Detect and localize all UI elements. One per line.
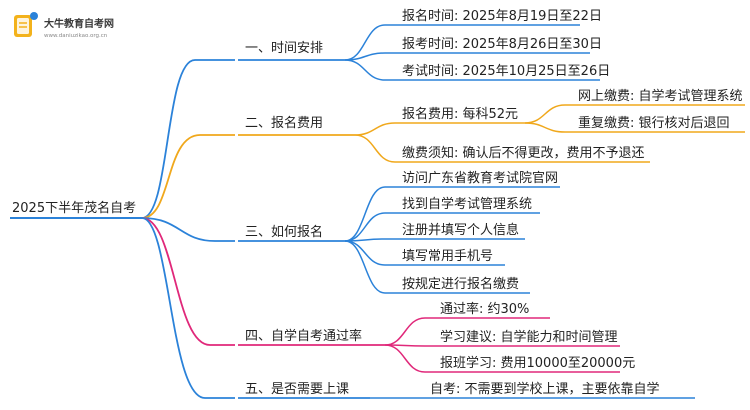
- node-label: 注册并填写个人信息: [402, 222, 519, 238]
- branch-label: 一、时间安排: [245, 41, 323, 56]
- node-label: 网上缴费: 自学考试管理系统: [578, 88, 743, 104]
- logo-url: www.daniuzikao.org.cn: [44, 33, 108, 39]
- node-label: 按规定进行报名缴费: [402, 276, 519, 292]
- connector-line: [354, 122, 525, 136]
- connector-line: [141, 59, 235, 219]
- connector-line: [344, 24, 580, 61]
- connector-line: [524, 104, 745, 124]
- node-label: 报班学习: 费用10000至20000元: [440, 355, 635, 371]
- connector-line: [344, 238, 525, 242]
- node-label: 填写常用手机号: [402, 249, 493, 264]
- node-label: 找到自学考试管理系统: [402, 196, 532, 212]
- branch-label: 五、是否需要上课: [245, 382, 349, 397]
- connector-line: [384, 317, 550, 346]
- site-logo: 大牛教育自考网 www.daniuzikao.org.cn: [14, 12, 114, 39]
- branch-label: 四、自学自考通过率: [245, 328, 362, 344]
- connector-line: [141, 134, 235, 219]
- connector-line: [384, 344, 620, 347]
- connector-line: [141, 217, 235, 242]
- node-label: 访问广东省教育考试院官网: [402, 170, 558, 186]
- branch-label: 二、报名费用: [245, 115, 323, 131]
- branch-fees: 二、报名费用 报名费用: 每科52元 缴费须知: 确认后不得更改，费用不予退还 …: [141, 88, 745, 219]
- node-label: 通过率: 约30%: [440, 301, 529, 317]
- node-label: 自考: 不需要到学校上课，主要依靠自学: [430, 381, 660, 397]
- node-label: 考试时间: 2025年10月25日至26日: [402, 64, 610, 79]
- branch-pass-rate: 四、自学自考通过率 通过率: 约30% 学习建议: 自学能力和时间管理 报班学习…: [141, 217, 635, 373]
- root-topic: 2025下半年茂名自考: [12, 200, 136, 216]
- branch-how-to-register: 三、如何报名 访问广东省教育考试院官网 找到自学考试管理系统 注册并填写个人信息…: [141, 170, 560, 294]
- connector-line: [524, 122, 745, 133]
- node-label: 报名费用: 每科52元: [402, 106, 518, 122]
- connector-line: [344, 212, 540, 242]
- logo-title: 大牛教育自考网: [44, 17, 114, 30]
- node-label: 报考时间: 2025年8月26日至30日: [402, 37, 602, 52]
- connector-line: [384, 344, 620, 373]
- connector-line: [344, 240, 530, 294]
- connector-line: [344, 52, 590, 61]
- book-icon: [14, 12, 38, 37]
- branch-attend-class: 五、是否需要上课 自考: 不需要到学校上课，主要依靠自学: [141, 217, 695, 399]
- connector-line: [354, 134, 650, 163]
- node-label: 缴费须知: 确认后不得更改，费用不予退还: [402, 145, 645, 161]
- connector-line: [344, 186, 560, 242]
- node-label: 学习建议: 自学能力和时间管理: [440, 329, 618, 345]
- node-label: 重复缴费: 银行核对后退回: [578, 115, 730, 131]
- node-label: 报名时间: 2025年8月19日至22日: [402, 8, 602, 24]
- connector-line: [141, 217, 235, 399]
- branch-label: 三、如何报名: [245, 224, 323, 240]
- connector-line: [141, 217, 235, 346]
- connector-line: [344, 59, 600, 81]
- branch-schedule: 一、时间安排 报名时间: 2025年8月19日至22日 报考时间: 2025年8…: [141, 8, 610, 219]
